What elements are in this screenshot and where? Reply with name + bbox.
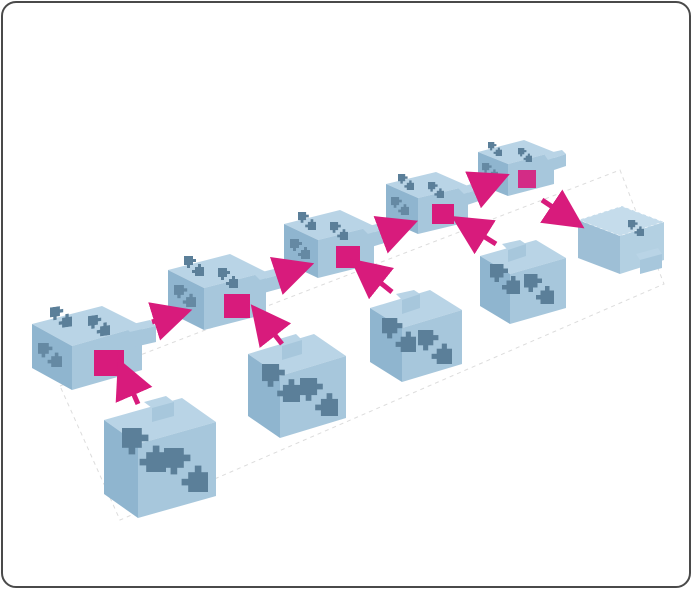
socket (518, 170, 536, 188)
arrow-row-2-3 (269, 256, 315, 295)
feeder-module-3 (370, 290, 462, 382)
socket (94, 350, 124, 376)
arrow-row-4-5 (465, 171, 510, 209)
arrow-row-5-end (540, 189, 585, 229)
feeder-module-1 (104, 396, 216, 518)
feeder-module-2 (248, 334, 346, 438)
ghost-module (576, 205, 666, 274)
feeder-module-4 (480, 240, 566, 324)
socket (432, 204, 454, 224)
arrow-feeder-1 (115, 358, 153, 406)
arrow-feeder-2 (250, 304, 292, 349)
socket (224, 294, 250, 318)
row-module-1 (32, 304, 156, 390)
arrow-row-1-2 (148, 302, 193, 341)
arrow-feeder-4 (451, 216, 498, 255)
socket (336, 246, 360, 268)
arrow-row-3-4 (373, 216, 419, 254)
baseplate-outline (59, 169, 665, 521)
arrow-feeder-3 (350, 258, 395, 300)
arrows (115, 171, 585, 406)
